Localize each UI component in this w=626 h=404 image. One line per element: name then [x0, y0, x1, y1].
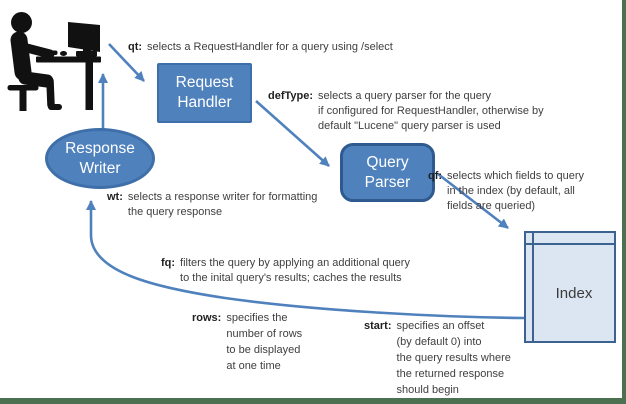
response-writer-label: Writer: [79, 159, 121, 177]
annotation-qf-text: fields are queried): [447, 200, 536, 212]
annotation-rows: rows: specifies the number of rows to be…: [192, 310, 302, 374]
request-handler-label: Handler: [177, 94, 232, 111]
annotation-deftype-text: selects a query parser for the query: [318, 90, 492, 102]
annotation-start-text: the returned response: [396, 368, 505, 380]
annotation-deftype-label: defType:: [268, 90, 314, 102]
annotation-qf-text: selects which fields to query: [447, 170, 584, 182]
person-at-computer-icon: [7, 12, 101, 111]
annotation-qt-label: qt:: [128, 41, 143, 53]
annotation-start-text: should begin: [396, 384, 459, 396]
index-header-divider: [526, 243, 614, 245]
frame-border-bottom: [0, 398, 626, 404]
query-parser-label: Query: [366, 153, 409, 171]
annotation-start-text: the query results where: [396, 352, 511, 364]
annotation-rows-text: specifies the: [226, 312, 288, 324]
annotation-deftype: defType: selects a query parser for the …: [268, 89, 544, 134]
annotation-qf-label: qf:: [428, 170, 443, 182]
request-handler-node: Request Handler: [157, 63, 252, 123]
annotation-fq-text: to the inital query's results; caches th…: [180, 272, 402, 284]
annotation-fq: fq: filters the query by applying an add…: [161, 256, 410, 286]
index-column-divider: [532, 233, 534, 341]
annotation-wt-text: the query response: [127, 206, 223, 218]
annotation-start-text: specifies an offset: [396, 320, 485, 332]
annotation-rows-text: to be displayed: [226, 344, 301, 356]
query-parser-label: Parser: [364, 173, 411, 191]
query-parser-node: Query Parser: [340, 143, 435, 202]
annotation-rows-text: at one time: [226, 360, 281, 372]
annotation-fq-text: filters the query by applying an additio…: [180, 257, 410, 269]
annotation-rows-text: number of rows: [226, 328, 303, 340]
annotation-wt: wt: selects a response writer for format…: [107, 190, 317, 220]
annotation-qf: qf: selects which fields to query in the…: [428, 169, 584, 214]
annotation-start-text: (by default 0) into: [396, 336, 482, 348]
annotation-qf-text: in the index (by default, all: [447, 185, 575, 197]
response-writer-label: Response: [65, 139, 135, 157]
request-handler-label: Request: [175, 74, 234, 91]
annotation-start-label: start:: [364, 320, 392, 332]
annotation-wt-text: selects a response writer for formatting: [127, 191, 318, 203]
response-writer-node: Response Writer: [45, 128, 155, 189]
index-label: Index: [555, 284, 593, 302]
annotation-fq-label: fq:: [161, 257, 176, 269]
annotation-deftype-text: if configured for RequestHandler, otherw…: [318, 105, 544, 117]
annotation-qt: qt: selects a RequestHandler for a query…: [128, 40, 393, 55]
annotation-deftype-text: default "Lucene" query parser is used: [318, 120, 501, 132]
annotation-wt-label: wt:: [107, 191, 123, 203]
annotation-start: start: specifies an offset (by default 0…: [364, 318, 511, 398]
index-node: Index: [524, 231, 616, 343]
annotation-rows-label: rows:: [192, 312, 222, 324]
annotation-qt-text: selects a RequestHandler for a query usi…: [147, 41, 393, 53]
frame-border-right: [622, 0, 626, 404]
